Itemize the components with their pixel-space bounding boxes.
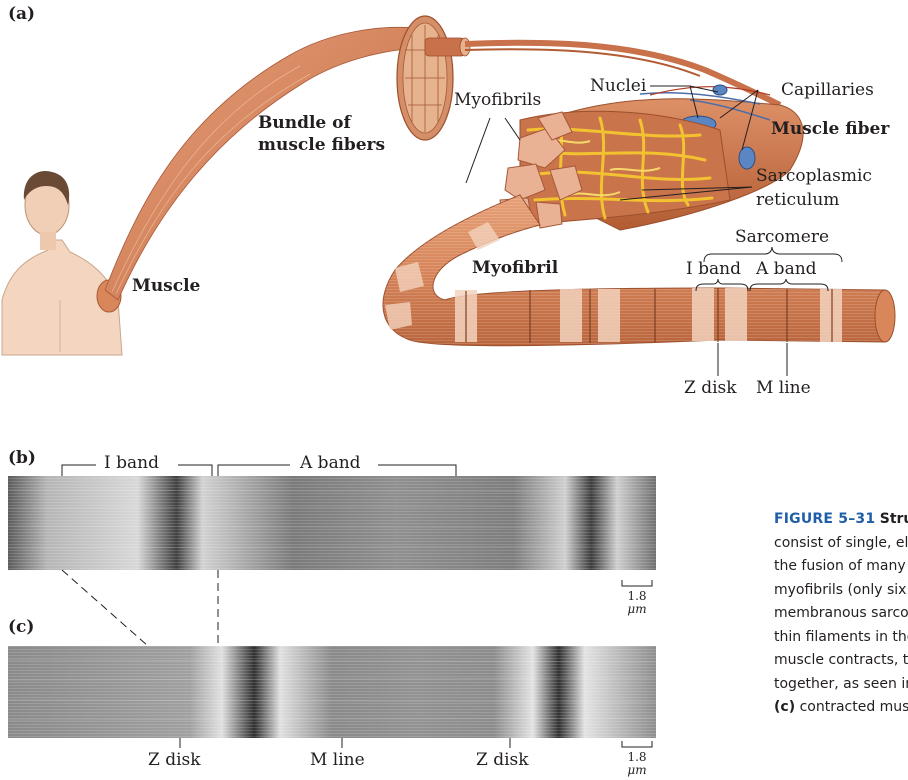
z-disk-left-label: Z disk — [148, 750, 201, 770]
bundle-cross-section — [397, 16, 470, 140]
caption-line: consist of single, elon — [774, 532, 908, 556]
micrograph-b — [8, 476, 656, 570]
sr-label: Sarcoplasmic reticulum — [756, 164, 872, 212]
caption-line-last: (c) contracted muscl — [774, 696, 908, 720]
sr-label-line1: Sarcoplasmic — [756, 164, 872, 188]
i-band-label-b: I band — [104, 453, 159, 473]
capillaries-label: Capillaries — [781, 80, 874, 100]
nucleus — [713, 85, 727, 95]
figure-number: FIGURE 5–31 — [774, 511, 875, 527]
m-line-label-a: M line — [756, 378, 811, 398]
caption-line: the fusion of many p — [774, 555, 908, 579]
muscle-fiber-label: Muscle fiber — [771, 119, 889, 139]
panel-c-label: (c) — [8, 617, 34, 637]
z-disk-label-a: Z disk — [684, 378, 737, 398]
z-disk-right-label: Z disk — [476, 750, 529, 770]
caption-line: together, as seen in e — [774, 673, 908, 697]
human-figure — [2, 171, 122, 355]
nuclei-label: Nuclei — [590, 76, 646, 96]
scale-bar-b: 1.8 μm — [620, 590, 654, 616]
caption-panel-ref: (c) — [774, 699, 795, 715]
i-band-label-a: I band — [686, 259, 741, 279]
muscle-label: Muscle — [132, 276, 200, 296]
caption-line: muscle contracts, the — [774, 649, 908, 673]
caption-line: membranous sarcopl — [774, 602, 908, 626]
scale-unit-c: μm — [620, 764, 654, 777]
myofibril-label: Myofibril — [472, 258, 558, 278]
panel-b-label: (b) — [8, 448, 36, 468]
caption-line: myofibrils (only six a — [774, 579, 908, 603]
bundle-label-line1: Bundle of — [258, 112, 385, 134]
nucleus — [739, 147, 755, 169]
micrograph-c — [8, 646, 656, 738]
sarcomere-label: Sarcomere — [735, 227, 829, 247]
a-band-label-a: A band — [756, 259, 817, 279]
caption-last-text: contracted muscl — [800, 699, 908, 715]
caption-title: Struct — [880, 511, 908, 527]
sr-label-line2: reticulum — [756, 188, 872, 212]
scale-bar-c: 1.8 μm — [620, 751, 654, 777]
panel-a-label: (a) — [8, 4, 35, 24]
caption-line: thin filaments in the — [774, 626, 908, 650]
a-band-label-b: A band — [300, 453, 361, 473]
m-line-label-c: M line — [310, 750, 365, 770]
caption-heading: FIGURE 5–31 Struct — [774, 508, 908, 532]
bundle-label: Bundle of muscle fibers — [258, 112, 385, 156]
scale-unit-b: μm — [620, 603, 654, 616]
bundle-label-line2: muscle fibers — [258, 134, 385, 156]
muscle-strand — [105, 27, 420, 300]
myofibrils-label: Myofibrils — [454, 90, 541, 110]
figure-caption: FIGURE 5–31 Struct consist of single, el… — [774, 508, 908, 720]
